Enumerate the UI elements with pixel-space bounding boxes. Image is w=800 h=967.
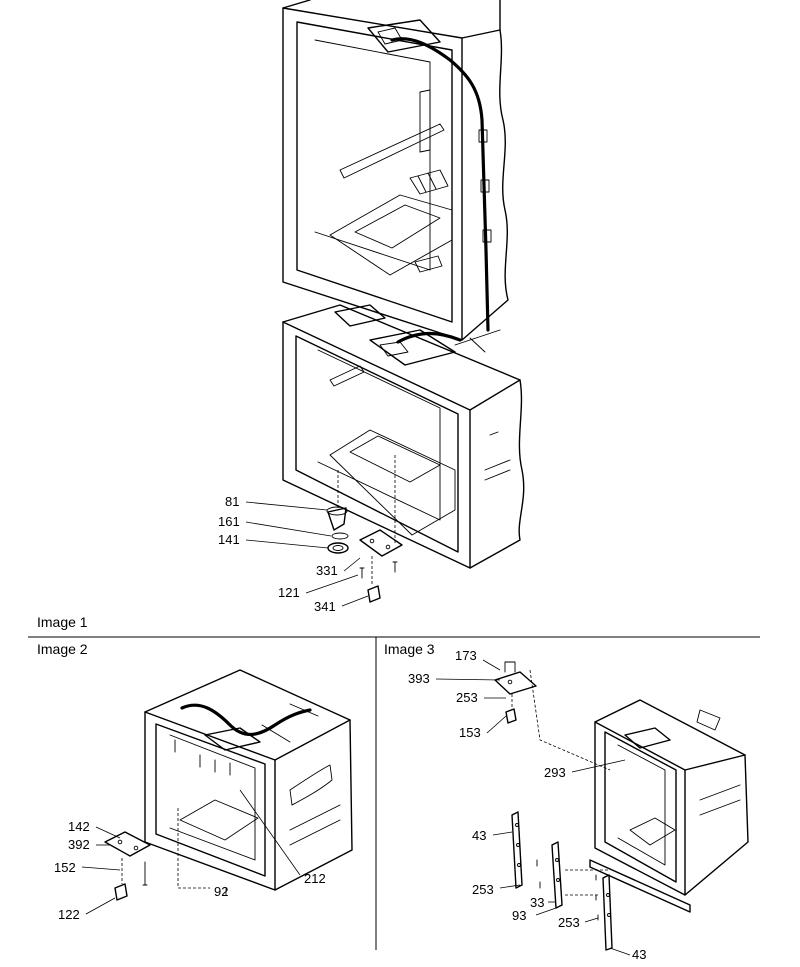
callout-392: 392 <box>68 837 90 852</box>
lower-liner <box>282 304 525 569</box>
callout-331: 331 <box>316 563 338 578</box>
upper-liner <box>282 0 509 341</box>
image3-cabinet <box>589 699 749 913</box>
callout-93: 93 <box>512 908 527 923</box>
callout-341: 341 <box>314 599 336 614</box>
callout-393: 393 <box>408 671 430 686</box>
caption-image3: Image 3 <box>384 641 435 657</box>
callout-33: 33 <box>530 895 545 910</box>
callout-121: 121 <box>278 585 300 600</box>
callout-43-bottom: 43 <box>632 947 647 962</box>
image1-leaders <box>245 501 369 607</box>
image2-cabinet <box>144 669 353 891</box>
image2-leaders <box>81 789 301 915</box>
callout-212: 212 <box>304 871 326 886</box>
panel-dividers <box>28 636 760 950</box>
callout-81: 81 <box>225 494 240 509</box>
callout-152: 152 <box>54 860 76 875</box>
callout-43-top: 43 <box>472 828 487 843</box>
callout-253-mid: 253 <box>472 882 494 897</box>
callout-153: 153 <box>459 725 481 740</box>
callout-173: 173 <box>455 648 477 663</box>
image1-parts <box>326 455 403 603</box>
image3-parts <box>494 661 613 951</box>
callout-92: 92 <box>214 884 229 899</box>
callout-142: 142 <box>68 819 90 834</box>
callout-161: 161 <box>218 514 240 529</box>
caption-image2: Image 2 <box>37 641 88 657</box>
callout-293: 293 <box>544 765 566 780</box>
callout-141: 141 <box>218 532 240 547</box>
caption-image1: Image 1 <box>37 614 88 630</box>
image3-leaders <box>435 659 631 956</box>
image2-parts <box>104 808 210 901</box>
callout-122: 122 <box>58 907 80 922</box>
callout-253-bottom: 253 <box>558 915 580 930</box>
callout-253-top: 253 <box>456 690 478 705</box>
